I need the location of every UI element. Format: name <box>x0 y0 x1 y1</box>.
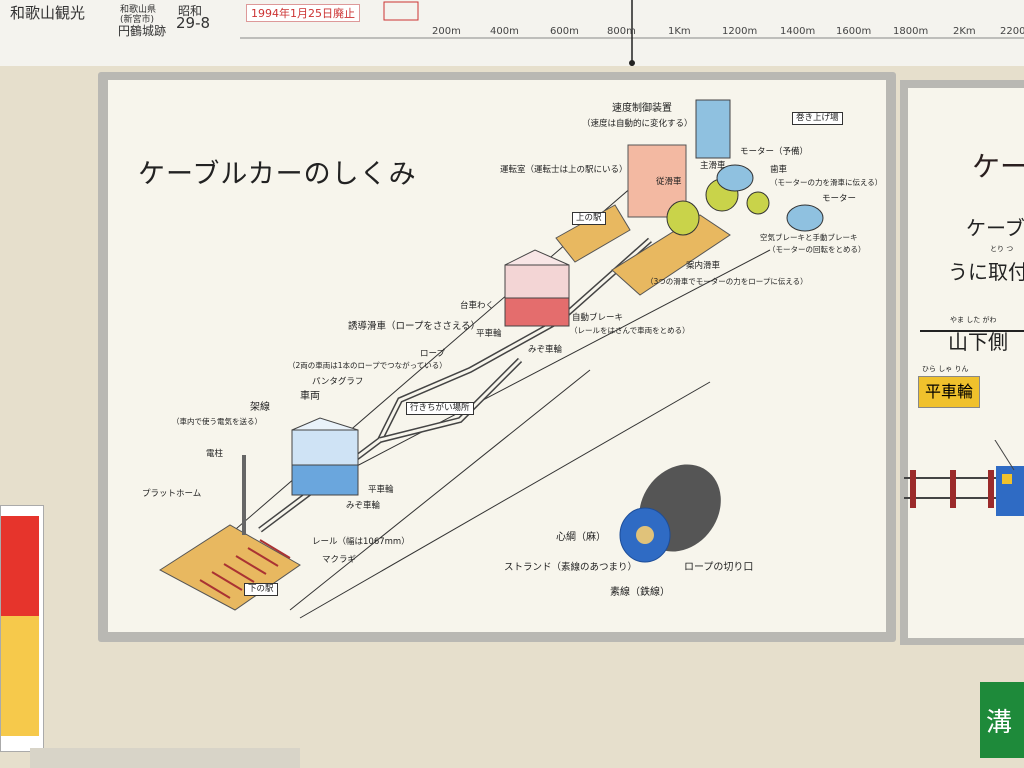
right-ruby-wheel: ひら しゃ りん <box>922 365 969 373</box>
right-board-surface <box>908 88 1024 638</box>
small-note: 和歌山県 <box>120 5 157 15</box>
label-induction-pulley: 誘導滑車（ロープをささえる） <box>348 321 481 332</box>
top-chart-strip: 和歌山観光 和歌山県 (新宮市) 円鶴城跡 昭和 29-8 1994年1月25日… <box>0 0 1024 69</box>
label-auto-brake-note: （レールをはさんで車両をとめる） <box>570 326 690 335</box>
operator-room <box>627 144 687 218</box>
scale-tick: 2200 <box>1000 26 1024 37</box>
label-guide-note: （3つの滑車でモーターの力をロープに伝える） <box>646 277 808 286</box>
right-ruby: とり つ <box>990 245 1014 253</box>
rope-cross-section <box>619 464 721 563</box>
right-flat-wheel-badge: 平車輪 <box>918 376 980 408</box>
era-label: 昭和 <box>178 4 203 18</box>
label-rail: レール（幅は1067mm） <box>312 537 410 547</box>
spare-motor <box>716 164 754 192</box>
small-note-2: (新宮市) <box>120 15 155 25</box>
label-lower-station: 下の駅 <box>244 583 278 596</box>
right-ruby-side: やま した がわ <box>950 316 997 324</box>
label-strand: ストランド（素線のあつまり） <box>504 562 638 573</box>
scale-tick: 1200m <box>722 26 758 37</box>
scale-tick: 600m <box>550 26 579 37</box>
label-overhead: 架線 <box>250 402 270 413</box>
label-guide-pulley: 案内滑車 <box>686 261 721 271</box>
label-one-rope: （2両の車両は1本のロープでつながっている） <box>288 361 447 370</box>
scale-tick: 1800m <box>893 26 929 37</box>
castle-label: 円鶴城跡 <box>118 24 167 38</box>
closed-date: 1994年1月25日廃止 <box>246 4 360 22</box>
label-rope: ロープ <box>420 349 445 359</box>
label-brake: 空気ブレーキと手動ブレーキ <box>760 233 858 242</box>
label-groove-wheel-top: みぞ車輪 <box>528 345 563 355</box>
label-rope-section: ロープの切り口 <box>684 562 754 573</box>
label-pantograph: パンタグラフ <box>312 377 364 387</box>
scale-tick: 2Km <box>953 26 976 37</box>
lower-car <box>291 417 359 496</box>
guide-pulley <box>666 200 700 236</box>
ledge <box>30 748 300 768</box>
green-sign: 溝 <box>980 682 1024 758</box>
right-title: ケー <box>972 150 1024 183</box>
right-side-rule <box>920 330 1024 358</box>
label-speed-control: 速度制御装置 <box>612 103 672 114</box>
scale-tick: 1600m <box>836 26 872 37</box>
label-platform: プラットホーム <box>142 489 202 499</box>
label-speed-control-note: （速度は自動的に変化する） <box>582 119 693 129</box>
right-line1: ケーブ <box>966 216 1024 240</box>
label-groove-wheel: みぞ車輪 <box>346 501 381 511</box>
label-winding: 巻き上げ場 <box>792 112 843 125</box>
board-title: ケーブルカーのしくみ <box>138 159 417 190</box>
scale-tick: 1Km <box>668 26 691 37</box>
label-flat-wheel-top: 平車輪 <box>476 329 502 339</box>
label-gear-note: （モーターの力を滑車に伝える） <box>770 178 883 187</box>
place-name: 和歌山観光 <box>10 4 86 22</box>
label-follower-pulley: 従滑車 <box>656 177 682 187</box>
label-core: 心綱（麻） <box>556 532 606 543</box>
label-passing-place: 行きちがい場所 <box>406 402 474 415</box>
scale-tick: 800m <box>607 26 636 37</box>
green-sign-text: 溝 <box>986 708 1013 738</box>
speed-controller <box>695 99 731 159</box>
label-pole: 電柱 <box>206 449 224 459</box>
motor <box>786 204 824 232</box>
label-wire: 素線（鉄線） <box>610 587 670 598</box>
label-motor: モーター <box>822 194 857 204</box>
label-brake-note: （モーターの回転をとめる） <box>768 245 866 254</box>
right-track-diagram <box>904 440 1024 516</box>
label-upper-station: 上の駅 <box>572 212 606 225</box>
right-side: 山下側 <box>948 330 1008 354</box>
scale-lines <box>240 0 1024 66</box>
label-operator-room: 運転室（運転士は上の駅にいる） <box>500 165 628 175</box>
label-motor-spare: モーター（予備） <box>740 147 809 157</box>
era-value: 29-8 <box>176 14 211 32</box>
label-overhead-note: （車内で使う電気を送る） <box>172 417 262 426</box>
scale-tick: 400m <box>490 26 519 37</box>
label-sleeper: マクラギ <box>322 555 357 565</box>
label-auto-brake: 自動ブレーキ <box>572 313 624 323</box>
right-line2: うに取付 <box>948 260 1024 284</box>
label-flat-wheel: 平車輪 <box>368 485 394 495</box>
scale-tick: 200m <box>432 26 461 37</box>
upper-car <box>504 249 570 327</box>
label-main-pulley: 主滑車 <box>700 161 726 171</box>
left-poster <box>0 505 44 752</box>
scale-tick: 1400m <box>780 26 816 37</box>
label-bogie-frame: 台車わく <box>460 301 495 311</box>
label-gear: 歯車 <box>770 165 788 175</box>
label-car: 車両 <box>300 391 320 402</box>
